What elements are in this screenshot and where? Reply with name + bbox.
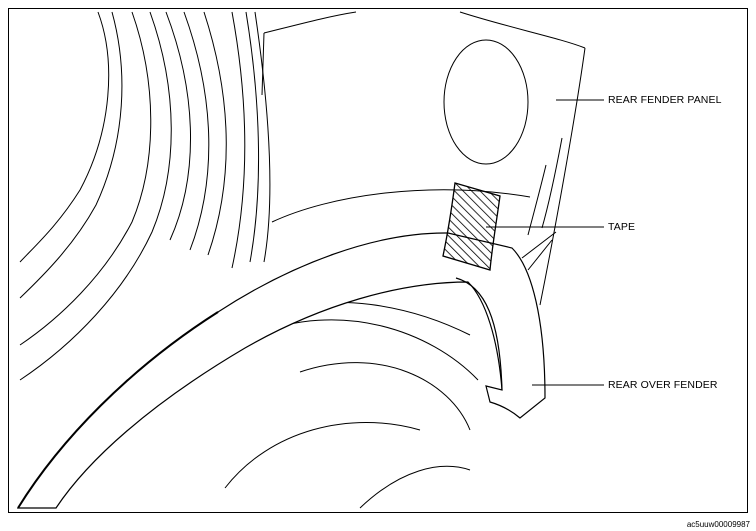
label-tape: TAPE xyxy=(608,221,636,233)
tape-patch xyxy=(442,182,501,271)
label-rear-over-fender: REAR OVER FENDER xyxy=(608,379,718,391)
diagram-frame xyxy=(8,8,748,513)
reference-code: ac5uuw00009987 xyxy=(686,520,750,529)
body-contour-lines xyxy=(19,11,586,509)
rear-over-fender-part xyxy=(16,232,546,509)
panel-oval-opening xyxy=(443,39,529,165)
label-rear-fender-panel: REAR FENDER PANEL xyxy=(608,94,722,106)
